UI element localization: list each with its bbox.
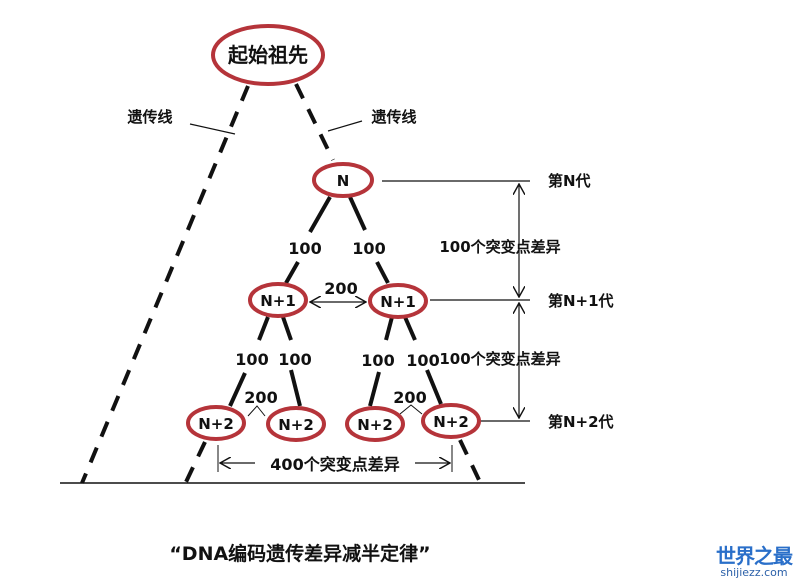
edge-label: 100 bbox=[406, 351, 439, 370]
watermark-en: shijiezz.com bbox=[720, 566, 788, 579]
inheritance-label-left: 遗传线 bbox=[126, 108, 172, 126]
watermark-logo: 世界之最 shijiezz.com bbox=[716, 544, 793, 579]
diff-label: 200 bbox=[244, 388, 277, 407]
root-node bbox=[211, 24, 325, 86]
node-n bbox=[312, 162, 374, 198]
diff-label: 200 bbox=[393, 388, 426, 407]
edge-label: 100 bbox=[235, 350, 268, 369]
node-label: N+2 bbox=[357, 416, 393, 434]
node-label: N bbox=[337, 172, 350, 190]
pointer-right bbox=[327, 120, 363, 132]
node-label: N+2 bbox=[433, 413, 469, 431]
node-label: N+2 bbox=[198, 415, 234, 433]
inheritance-line-outer-right bbox=[458, 439, 482, 483]
inheritance-label-right: 遗传线 bbox=[370, 108, 416, 126]
generation-label: 第N+2代 bbox=[548, 413, 614, 431]
edge-label: 100 bbox=[288, 239, 321, 258]
node-n2-a bbox=[186, 405, 246, 441]
node-label: N+2 bbox=[278, 416, 314, 434]
diagram-title: “DNA编码遗传差异减半定律” bbox=[169, 542, 430, 565]
inheritance-line-outer-left bbox=[80, 85, 250, 484]
node-label: N+1 bbox=[260, 292, 296, 310]
edge-label: 100 bbox=[278, 350, 311, 369]
inheritance-line-inner-left bbox=[184, 441, 207, 483]
node-label: N+1 bbox=[380, 293, 416, 311]
gap1-label: 100个突变点差异 bbox=[439, 238, 560, 256]
watermark-cn: 世界之最 bbox=[716, 544, 793, 568]
cousin-diff-label: 400个突变点差异 bbox=[270, 455, 399, 474]
node-n1-right bbox=[368, 283, 428, 319]
diff-label: 200 bbox=[324, 279, 357, 298]
node-n2-d bbox=[421, 403, 481, 439]
generation-label: 第N代 bbox=[548, 172, 591, 190]
gap2-label: 100个突变点差异 bbox=[439, 350, 560, 368]
pointer-left bbox=[189, 123, 236, 135]
edge-label: 100 bbox=[352, 239, 385, 258]
node-n2-c bbox=[345, 406, 405, 442]
node-n1-left bbox=[248, 282, 308, 318]
inheritance-line-to-n bbox=[294, 83, 335, 161]
edge-label: 100 bbox=[361, 351, 394, 370]
root-label: 起始祖先 bbox=[227, 43, 308, 67]
node-n2-b bbox=[266, 406, 326, 442]
generation-label: 第N+1代 bbox=[548, 292, 614, 310]
